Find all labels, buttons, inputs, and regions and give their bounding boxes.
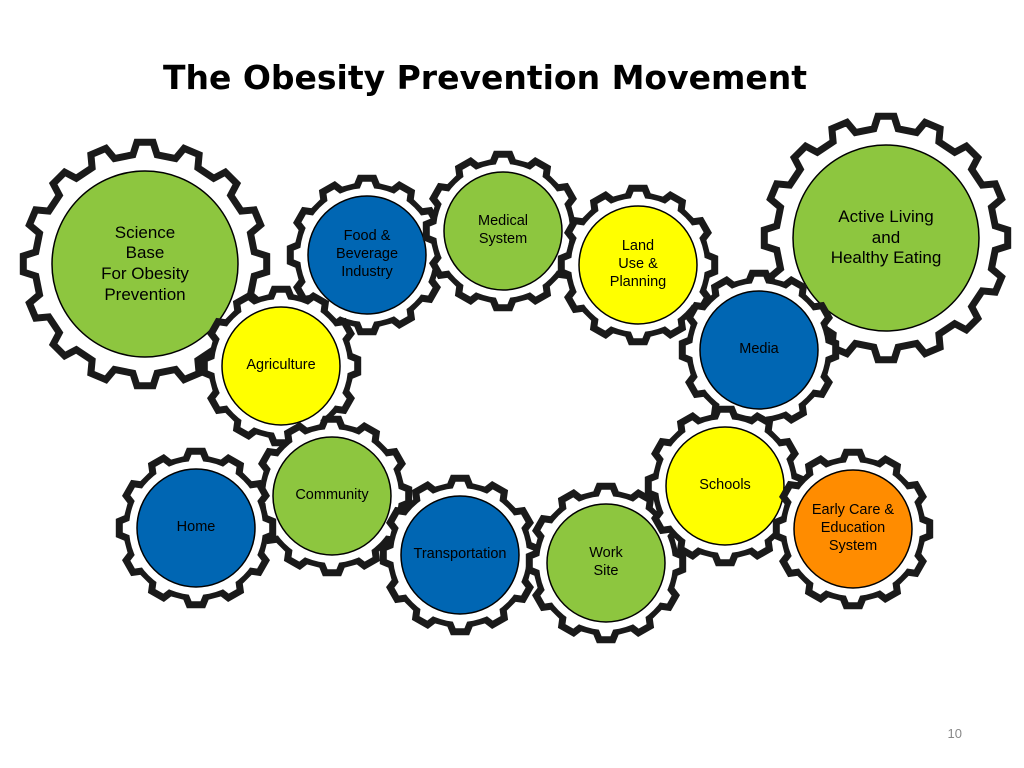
gear-community (251, 415, 413, 577)
gear-disk-home (136, 468, 256, 588)
gear-disk-food-beverage-industry (307, 195, 427, 315)
gear-transportation (379, 474, 541, 636)
gear-disk-medical-system (443, 171, 563, 291)
gear-schools (644, 405, 806, 567)
gear-disk-schools (665, 426, 785, 546)
gear-active-living-healthy-eating (760, 112, 1012, 364)
gear-disk-transportation (400, 495, 520, 615)
gear-food-beverage-industry (286, 174, 448, 336)
gear-home (115, 447, 277, 609)
gear-disk-community (272, 436, 392, 556)
gear-science-base (19, 138, 271, 390)
gear-work-site (525, 482, 687, 644)
page-number: 10 (947, 726, 962, 741)
slide-title: The Obesity Prevention Movement (162, 58, 808, 97)
gear-disk-early-care-education-system (793, 469, 913, 589)
gear-disk-science-base (51, 170, 239, 358)
gear-disk-active-living-healthy-eating (792, 144, 980, 332)
gear-disk-media (699, 290, 819, 410)
gear-disk-land-use-planning (578, 205, 698, 325)
gear-disk-work-site (546, 503, 666, 623)
gear-disk-agriculture (221, 306, 341, 426)
gear-land-use-planning (557, 184, 719, 346)
gear-medical-system (422, 150, 584, 312)
gear-media (678, 269, 840, 431)
gear-early-care-education-system (772, 448, 934, 610)
